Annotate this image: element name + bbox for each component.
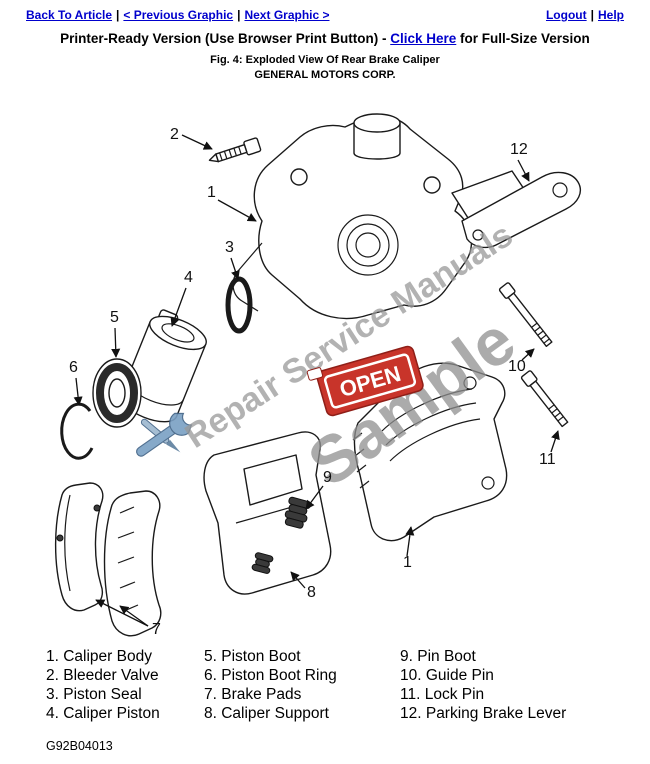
wrench-icon: [136, 412, 193, 457]
callout-11: 11: [539, 451, 556, 468]
piston-boot-drawing: [92, 358, 142, 428]
legend-column-1: 1. Caliper Body 2. Bleeder Valve 3. Pist…: [46, 647, 204, 723]
callout-6: 6: [69, 359, 78, 376]
callout-9: 9: [323, 469, 332, 486]
callout-8: 8: [307, 584, 316, 601]
callout-10: 10: [508, 358, 526, 375]
caliper-assembly-drawing: [352, 362, 508, 542]
callout-1b: 1: [403, 554, 412, 571]
callout-2: 2: [170, 126, 179, 143]
caliper-body-drawing: [232, 113, 525, 320]
legend-item: 5. Piston Boot: [204, 648, 301, 665]
pin-boot-drawing: [251, 552, 274, 574]
callout-1: 1: [207, 184, 216, 201]
legend-item: 2. Bleeder Valve: [46, 667, 159, 684]
callout-7: 7: [152, 621, 161, 638]
legend-item: 11. Lock Pin: [400, 686, 485, 703]
printer-ready-title: Printer-Ready Version (Use Browser Print…: [0, 31, 650, 46]
previous-graphic-link[interactable]: < Previous Graphic: [123, 8, 234, 22]
pin-boot-drawing: [284, 496, 312, 529]
legend-item: 9. Pin Boot: [400, 648, 476, 665]
nav-right: Logout|Help: [546, 8, 624, 22]
figure-id: G92B04013: [46, 739, 113, 753]
callout-leaders: [73, 134, 560, 627]
parts-legend: 1. Caliper Body 2. Bleeder Valve 3. Pist…: [0, 647, 650, 723]
manufacturer-name: GENERAL MOTORS CORP.: [254, 69, 396, 81]
legend-item: 4. Caliper Piston: [46, 705, 160, 722]
callout-5: 5: [110, 309, 119, 326]
open-sign: OPEN: [306, 345, 424, 417]
callout-4: 4: [184, 269, 193, 286]
legend-item: 1. Caliper Body: [46, 648, 152, 665]
printer-ready-prefix: Printer-Ready Version (Use Browser Print…: [60, 31, 391, 46]
legend-item: 3. Piston Seal: [46, 686, 142, 703]
back-to-article-link[interactable]: Back To Article: [26, 8, 113, 22]
callout-numbers: 2 1 12 3 4 5 6 7 8 9 10 11 1: [69, 126, 556, 638]
lock-pin-drawing: [520, 370, 569, 428]
legend-item: 6. Piston Boot Ring: [204, 667, 337, 684]
parking-brake-lever-drawing: [461, 171, 582, 249]
piston-seal-drawing: [225, 276, 253, 334]
callout-3: 3: [225, 239, 234, 256]
click-here-link[interactable]: Click Here: [390, 31, 457, 46]
separator: |: [116, 8, 120, 22]
printer-ready-suffix: for Full-Size Version: [456, 31, 590, 46]
caliper-support-drawing: [203, 431, 332, 595]
separator: |: [590, 8, 594, 22]
top-navigation: Back To Article|< Previous Graphic|Next …: [0, 0, 650, 22]
figure-caption: Fig. 4: Exploded View Of Rear Brake Cali…: [210, 54, 440, 66]
piston-boot-ring-drawing: [60, 402, 94, 460]
brake-pads-drawing: [54, 482, 162, 637]
logout-link[interactable]: Logout: [545, 8, 587, 22]
legend-item: 8. Caliper Support: [204, 705, 329, 722]
legend-column-2: 5. Piston Boot 6. Piston Boot Ring 7. Br…: [204, 647, 400, 723]
caliper-piston-drawing: [119, 309, 207, 423]
exploded-view-diagram: Repair Service Manuals Sample OPEN: [54, 113, 582, 638]
separator: |: [237, 8, 241, 22]
legend-item: 7. Brake Pads: [204, 686, 302, 703]
callout-12: 12: [510, 141, 528, 158]
legend-column-3: 9. Pin Boot 10. Guide Pin 11. Lock Pin 1…: [400, 647, 566, 723]
next-graphic-link[interactable]: Next Graphic >: [244, 8, 330, 22]
legend-item: 12. Parking Brake Lever: [400, 705, 567, 722]
bleeder-valve-drawing: [208, 137, 262, 163]
legend-item: 10. Guide Pin: [400, 667, 494, 684]
help-link[interactable]: Help: [597, 8, 624, 22]
nav-left: Back To Article|< Previous Graphic|Next …: [26, 8, 330, 22]
guide-pin-drawing: [498, 282, 553, 348]
